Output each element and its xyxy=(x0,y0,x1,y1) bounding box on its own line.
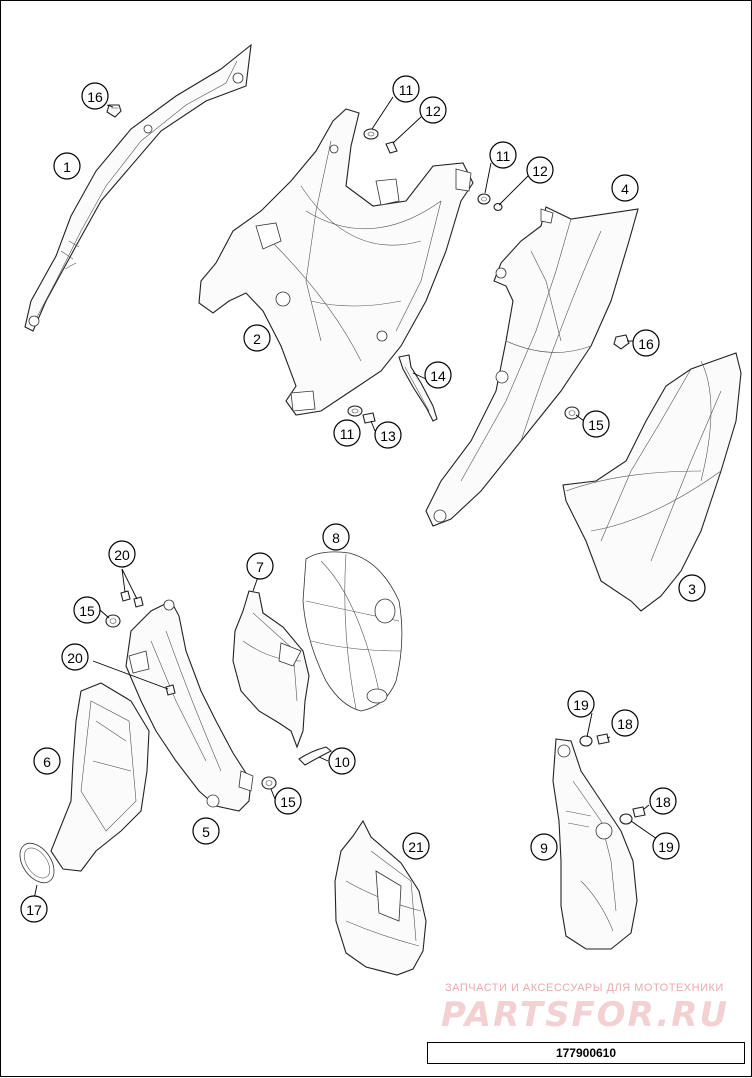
part-4-side-panel xyxy=(425,206,639,527)
callout-label: 16 xyxy=(638,336,654,352)
callout-label: 18 xyxy=(617,716,633,732)
part-9-bracket xyxy=(552,738,638,950)
callout-3: 3 xyxy=(678,574,706,602)
callout-9: 9 xyxy=(530,833,558,861)
callout-label: 12 xyxy=(532,163,548,179)
callout-label: 17 xyxy=(26,902,42,918)
callout-10: 10 xyxy=(328,747,356,775)
callout-6: 6 xyxy=(33,747,61,775)
callout-7: 7 xyxy=(246,552,274,580)
part-19-grommet-lower xyxy=(619,813,633,825)
callout-12: 12 xyxy=(526,156,554,184)
callout-label: 1 xyxy=(63,159,71,175)
callout-label: 5 xyxy=(202,824,210,840)
callout-11: 11 xyxy=(333,419,361,447)
callout-label: 18 xyxy=(655,794,671,810)
part-11-washer-right xyxy=(477,193,491,205)
callout-16: 16 xyxy=(81,82,109,110)
part-5-airbox xyxy=(125,599,254,812)
part-15-grommet-lower xyxy=(261,776,277,790)
part-7-filter-frame xyxy=(232,590,310,749)
callout-label: 15 xyxy=(79,603,95,619)
callout-label: 13 xyxy=(380,428,396,444)
callout-label: 8 xyxy=(332,530,340,546)
callout-15: 15 xyxy=(73,596,101,624)
callout-4: 4 xyxy=(611,174,639,202)
callout-label: 21 xyxy=(408,839,424,855)
callout-18: 18 xyxy=(611,709,639,737)
callout-label: 10 xyxy=(334,754,350,770)
part-17-clamp xyxy=(19,842,55,884)
callout-label: 19 xyxy=(573,697,589,713)
part-13-screw xyxy=(362,412,376,424)
callout-label: 15 xyxy=(588,417,604,433)
callout-19: 19 xyxy=(567,690,595,718)
callout-label: 9 xyxy=(540,840,548,856)
part-8-filter-cage xyxy=(302,551,403,712)
part-20-screw-a xyxy=(120,590,131,602)
callout-13: 13 xyxy=(374,421,402,449)
callout-15: 15 xyxy=(582,410,610,438)
part-14-strap xyxy=(398,354,438,422)
callout-5: 5 xyxy=(192,817,220,845)
callout-label: 3 xyxy=(688,581,696,597)
part-10-clip xyxy=(298,746,333,766)
callout-label: 12 xyxy=(425,103,441,119)
part-16-bolt-right xyxy=(613,334,630,350)
callout-14: 14 xyxy=(424,361,452,389)
leader-lines xyxy=(33,96,658,900)
callout-label: 11 xyxy=(340,426,355,442)
callout-1: 1 xyxy=(53,152,81,180)
part-20-screw-c xyxy=(165,684,176,696)
callout-label: 19 xyxy=(658,839,674,855)
callout-21: 21 xyxy=(402,832,430,860)
part-11-washer-top xyxy=(363,128,379,140)
callout-12: 12 xyxy=(419,96,447,124)
callout-label: 16 xyxy=(87,89,103,105)
part-18-screw-top xyxy=(596,733,610,745)
callout-18: 18 xyxy=(649,787,677,815)
callout-15: 15 xyxy=(274,787,302,815)
callout-label: 15 xyxy=(280,794,296,810)
part-21-airbox-cover xyxy=(334,819,427,976)
part-2-airbox-cover xyxy=(198,108,474,416)
part-19-grommet-top xyxy=(579,735,593,747)
callout-19: 19 xyxy=(652,832,680,860)
part-6-intake-boot xyxy=(50,682,150,872)
callout-17: 17 xyxy=(20,895,48,923)
callout-20: 20 xyxy=(108,540,136,568)
document-number: 177900610 xyxy=(427,1042,745,1064)
callout-label: 4 xyxy=(621,181,629,197)
callout-16: 16 xyxy=(632,329,660,357)
watermark-logo: PARTSFOR.RU xyxy=(441,995,730,1035)
callout-label: 14 xyxy=(430,368,446,384)
part-16-bolt xyxy=(106,104,122,118)
callout-label: 20 xyxy=(67,650,83,666)
watermark-caption: ЗАПЧАСТИ И АКСЕССУАРЫ ДЛЯ МОТОТЕХНИКИ xyxy=(445,982,724,994)
part-12-washer-right xyxy=(493,202,503,212)
callout-label: 11 xyxy=(496,148,511,164)
part-1-side-panel xyxy=(24,43,252,332)
part-20-screw-b xyxy=(133,596,144,608)
callout-2: 2 xyxy=(243,324,271,352)
callout-11: 11 xyxy=(392,75,420,103)
part-12-screw-top xyxy=(385,141,398,154)
part-18-screw-lower xyxy=(632,806,646,818)
callout-label: 7 xyxy=(256,559,264,575)
callout-label: 6 xyxy=(43,754,51,770)
part-15-grommet-left xyxy=(105,614,121,628)
part-3-side-cover xyxy=(562,352,742,612)
callout-8: 8 xyxy=(322,523,350,551)
callout-label: 20 xyxy=(114,547,130,563)
part-11-washer-lower xyxy=(347,405,363,417)
callout-label: 2 xyxy=(253,331,261,347)
callout-11: 11 xyxy=(489,141,517,169)
callout-20: 20 xyxy=(61,643,89,671)
part-15-grommet-right xyxy=(564,406,580,420)
callout-label: 11 xyxy=(399,82,414,98)
